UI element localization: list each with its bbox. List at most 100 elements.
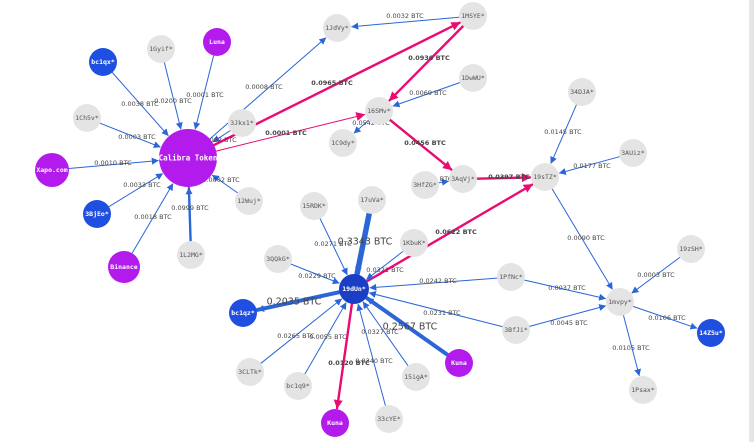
edge-3CLTk-to-19dUn[interactable] (260, 298, 343, 364)
node-circle[interactable] (159, 129, 217, 187)
edge-bc1q9-to-19dUn[interactable] (304, 302, 347, 375)
edge-1Ch5v-to-calibra[interactable] (99, 122, 161, 148)
edge-1mvpy-to-14Z5u[interactable] (632, 306, 698, 330)
edge-15igA-to-19dUn[interactable] (362, 301, 409, 367)
edge-3BjEo-to-calibra[interactable] (108, 173, 164, 208)
node-3Jkx1[interactable]: 3Jkx1* (228, 109, 256, 137)
node-bc1qx[interactable]: bc1qx* (89, 48, 117, 76)
node-19sTZ[interactable]: 19sTZ* (531, 163, 559, 191)
edge-1MSYE-to-1JdVy[interactable] (351, 16, 460, 30)
edge-1Gyif-to-calibra[interactable] (163, 62, 183, 130)
node-circle[interactable] (264, 245, 292, 273)
node-circle[interactable] (203, 28, 231, 56)
node-19zSH[interactable]: 19zSH* (677, 235, 705, 263)
node-34DJA[interactable]: 34DJA* (568, 78, 596, 106)
edge-16SMv-to-3AqVj[interactable] (388, 118, 453, 171)
node-circle[interactable] (235, 187, 263, 215)
node-1KbuK[interactable]: 1KbuK* (400, 229, 428, 257)
node-1JdVy[interactable]: 1JdVy* (323, 14, 351, 42)
edge-3Jkx1-to-calibra[interactable] (212, 130, 231, 143)
node-17uVa[interactable]: 17uVa* (358, 186, 386, 214)
node-bc1q9[interactable]: bc1q9* (284, 372, 312, 400)
edge-19zSH-to-1mvpy[interactable] (631, 256, 681, 294)
node-luna[interactable]: Luna (203, 28, 231, 56)
edge-19sTZ-to-1mvpy[interactable] (551, 188, 613, 290)
node-1Gyif[interactable]: 1Gyif* (147, 35, 175, 63)
node-circle[interactable] (629, 376, 657, 404)
node-circle[interactable] (606, 288, 634, 316)
node-15RDK[interactable]: 15RDK* (300, 192, 328, 220)
node-circle[interactable] (35, 153, 69, 187)
node-1PfNc[interactable]: 1PfNc* (497, 263, 525, 291)
node-1Psax[interactable]: 1Psax* (629, 376, 657, 404)
node-33cYE[interactable]: 33cYE* (375, 405, 403, 433)
node-3QQkG[interactable]: 3QQkG* (264, 245, 292, 273)
node-1L2MG[interactable]: 1L2MG* (177, 241, 205, 269)
node-bc1qz[interactable]: bc1qz* (229, 299, 257, 327)
edge-17uVa-to-19dUn[interactable] (354, 210, 372, 277)
node-16SMv[interactable]: 16SMv* (365, 97, 393, 125)
edge-1DwWU-to-16SMv[interactable] (392, 82, 461, 108)
node-circle[interactable] (229, 299, 257, 327)
edge-19dUn-to-bc1qz[interactable] (255, 290, 342, 312)
node-circle[interactable] (411, 171, 439, 199)
edge-12Wuj-to-calibra[interactable] (211, 174, 239, 194)
node-circle[interactable] (445, 349, 473, 377)
node-14Z5u[interactable]: 14Z5u* (697, 319, 725, 347)
node-circle[interactable] (358, 186, 386, 214)
node-circle[interactable] (502, 316, 530, 344)
edge-16SMv-to-1C9dy[interactable] (353, 119, 369, 134)
node-calibra[interactable]: Calibra Token (159, 129, 218, 187)
node-circle[interactable] (568, 78, 596, 106)
node-circle[interactable] (300, 192, 328, 220)
edge-xapo-to-calibra[interactable] (68, 157, 159, 169)
edge-bc1qx-to-calibra[interactable] (111, 72, 169, 137)
node-circle[interactable] (365, 97, 393, 125)
node-19dUn[interactable]: 19dUn* (339, 274, 369, 304)
edge-kuna1-to-19dUn[interactable] (365, 296, 450, 357)
node-circle[interactable] (329, 129, 357, 157)
edge-3BfJi-to-1mvpy[interactable] (529, 304, 607, 327)
node-15igA[interactable]: 15igA* (402, 363, 430, 391)
node-circle[interactable] (400, 229, 428, 257)
node-circle[interactable] (402, 363, 430, 391)
node-circle[interactable] (497, 263, 525, 291)
node-3AUiz[interactable]: 3AUiz* (619, 139, 647, 167)
node-binance[interactable]: Binance (108, 251, 140, 283)
node-circle[interactable] (449, 165, 477, 193)
node-kuna1[interactable]: Kuna (445, 349, 473, 377)
edge-1KbuK-to-19dUn[interactable] (366, 251, 404, 280)
edge-34DJA-to-19sTZ[interactable] (550, 104, 577, 164)
edge-3AqVj-to-19sTZ[interactable] (475, 173, 532, 183)
edge-33cYE-to-19dUn[interactable] (356, 303, 386, 406)
node-circle[interactable] (339, 274, 369, 304)
node-circle[interactable] (177, 241, 205, 269)
node-xapo[interactable]: Xapo.com (35, 153, 69, 187)
node-circle[interactable] (323, 14, 351, 42)
node-circle[interactable] (228, 109, 256, 137)
node-circle[interactable] (677, 235, 705, 263)
edge-3QQkG-to-19dUn[interactable] (290, 263, 340, 285)
edge-3BfJi-to-19dUn[interactable] (368, 291, 503, 328)
node-circle[interactable] (89, 48, 117, 76)
node-circle[interactable] (459, 2, 487, 30)
node-circle[interactable] (147, 35, 175, 63)
node-3BfJi[interactable]: 3BfJi* (502, 316, 530, 344)
edge-1MSYE-to-16SMv[interactable] (388, 24, 465, 102)
node-circle[interactable] (459, 64, 487, 92)
node-3AqVj[interactable]: 3AqVj* (449, 165, 477, 193)
vertical-scrollbar[interactable] (749, 0, 754, 442)
node-3CLTk[interactable]: 3CLTk* (236, 358, 264, 386)
edge-19dUn-to-19sTZ[interactable] (365, 183, 534, 283)
node-1DwWU[interactable]: 1DwWU* (459, 64, 487, 92)
node-circle[interactable] (697, 319, 725, 347)
edge-19dUn-to-kuna2[interactable] (333, 302, 354, 410)
node-circle[interactable] (619, 139, 647, 167)
edge-calibra-to-16SMv[interactable] (215, 112, 366, 152)
node-1Ch5v[interactable]: 1Ch5v* (73, 104, 101, 132)
node-1MSYE[interactable]: 1MSYE* (459, 2, 487, 30)
edge-1PfNc-to-1mvpy[interactable] (524, 279, 607, 301)
edge-1mvpy-to-1Psax[interactable] (623, 315, 641, 377)
node-kuna2[interactable]: Kuna (321, 409, 349, 437)
